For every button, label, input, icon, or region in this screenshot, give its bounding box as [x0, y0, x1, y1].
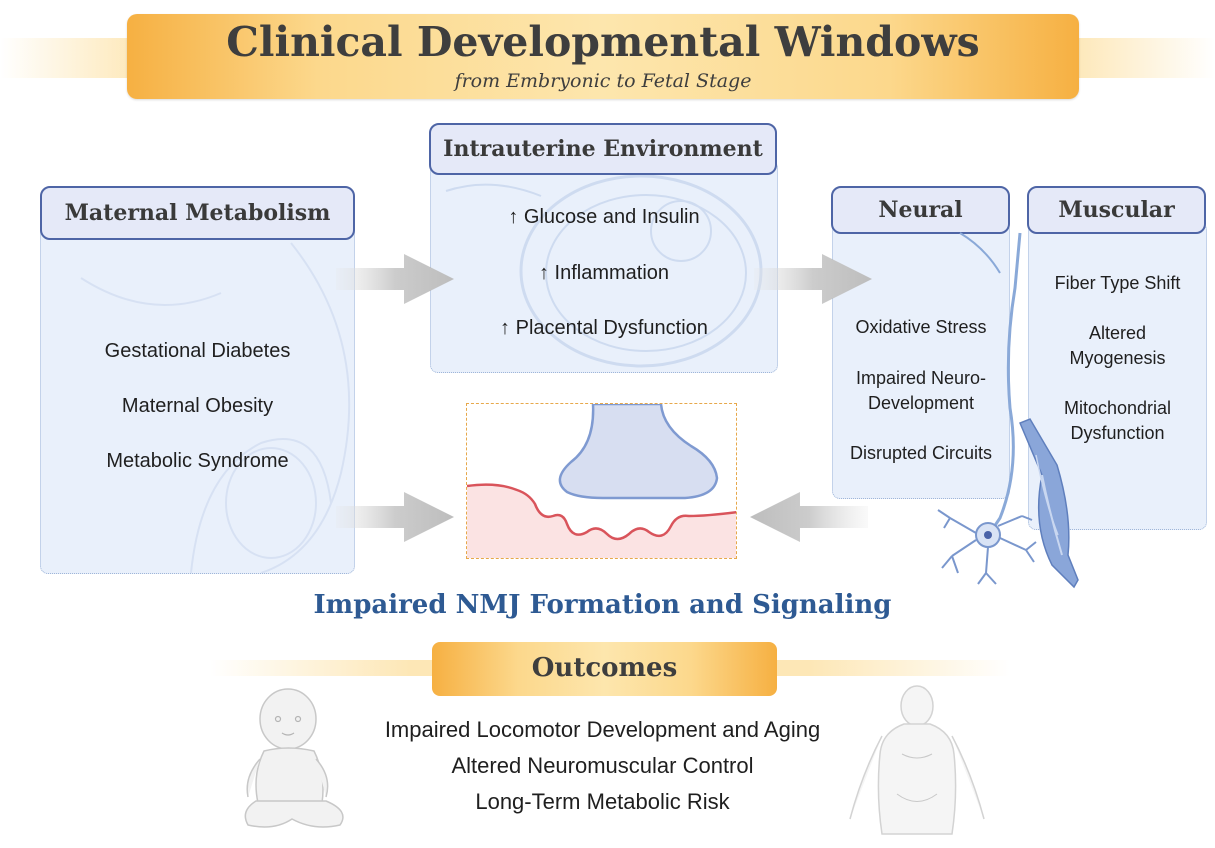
- maternal-panel: Gestational Diabetes Maternal Obesity Me…: [40, 222, 355, 574]
- intrauterine-item-inflammation: ↑ Inflammation: [538, 262, 670, 284]
- muscular-item-dysfunction: Dysfunction: [1070, 423, 1165, 443]
- neural-item-oxidative-stress: Oxidative Stress: [855, 317, 987, 337]
- muscular-item-fiber-type-shift: Fiber Type Shift: [1054, 273, 1181, 293]
- outcome-item-metabolic-risk: Long-Term Metabolic Risk: [475, 789, 730, 814]
- neural-header: Neural: [831, 186, 1010, 234]
- maternal-header: Maternal Metabolism: [40, 186, 355, 240]
- neural-panel: Oxidative Stress Impaired Neuro- Develop…: [832, 222, 1010, 499]
- intrauterine-item-glucose-insulin: ↑ Glucose and Insulin: [508, 206, 700, 228]
- arrow-neural-to-nmj: [750, 492, 868, 542]
- maternal-item-gestational-diabetes: Gestational Diabetes: [104, 340, 291, 362]
- arrow-maternal-to-intrauterine: [336, 254, 454, 304]
- pregnant-silhouette-icon: [80, 242, 351, 573]
- nmj-synapse-icon: [467, 404, 736, 558]
- neural-item-impaired-neuro: Impaired Neuro-: [855, 368, 987, 388]
- maternal-item-metabolic-syndrome: Metabolic Syndrome: [106, 450, 289, 472]
- muscular-item-altered: Altered: [1088, 323, 1147, 343]
- muscular-header: Muscular: [1027, 186, 1206, 234]
- maternal-item-maternal-obesity: Maternal Obesity: [121, 395, 274, 417]
- intrauterine-item-placental-dysfunction: ↑ Placental Dysfunction: [500, 317, 708, 339]
- baby-icon: [244, 688, 344, 828]
- intrauterine-header: Intrauterine Environment: [429, 123, 777, 175]
- muscular-item-mitochondrial: Mitochondrial: [1063, 398, 1172, 418]
- neuron-icon: [937, 232, 1037, 585]
- outcomes-header: Outcomes: [531, 653, 678, 683]
- muscular-item-myogenesis: Myogenesis: [1069, 348, 1166, 368]
- arrow-intrauterine-to-neural: [754, 254, 872, 304]
- muscle-icon: [1019, 418, 1079, 589]
- arrow-maternal-to-nmj: [336, 492, 454, 542]
- outcome-item-neuromuscular-control: Altered Neuromuscular Control: [451, 753, 754, 778]
- adult-icon: [849, 685, 985, 835]
- nmj-label: Impaired NMJ Formation and Signaling: [313, 590, 892, 620]
- title-banner: [127, 14, 1079, 99]
- page-subtitle: from Embryonic to Fetal Stage: [454, 70, 752, 92]
- outcome-item-locomotor: Impaired Locomotor Development and Aging: [384, 717, 821, 742]
- outcomes-banner: [432, 642, 777, 696]
- intrauterine-panel: ↑ Glucose and Insulin ↑ Inflammation ↑ P…: [430, 160, 778, 373]
- nmj-illustration-box: [466, 403, 737, 559]
- neural-item-disrupted-circuits: Disrupted Circuits: [849, 443, 993, 463]
- neural-item-development: Development: [867, 393, 975, 413]
- page-title: Clinical Developmental Windows: [226, 18, 980, 66]
